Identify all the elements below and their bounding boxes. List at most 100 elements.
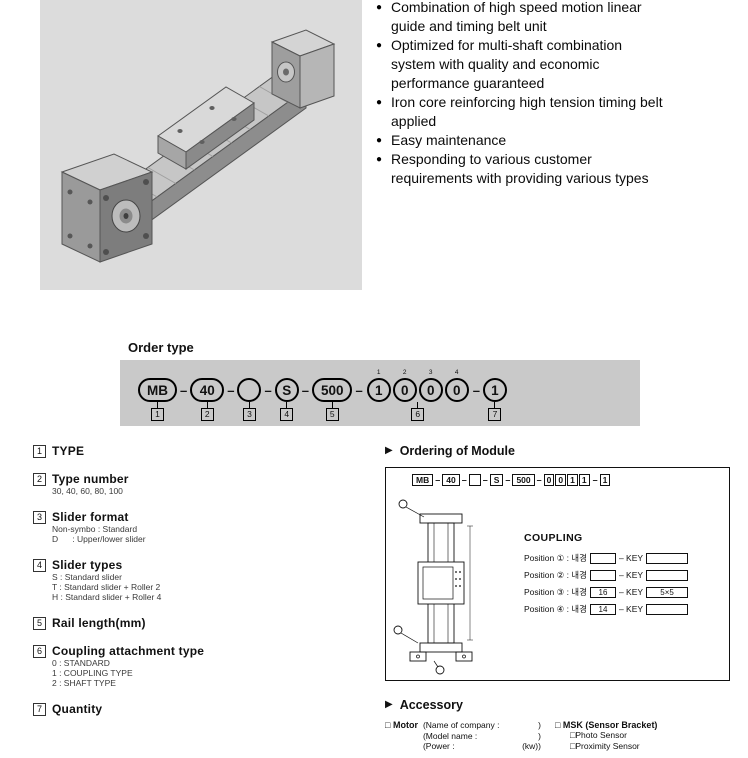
bore-value-box: 16: [589, 586, 616, 598]
coupling-position-row: Position ① : 내경 – KEY: [524, 552, 726, 564]
legend-title: Slider types: [52, 558, 123, 572]
code-box-slider-format: [468, 474, 481, 486]
dash-separator: –: [461, 475, 467, 485]
module-box: MB – 40 – – S – 500 – 0 0 1 1 – 1: [385, 467, 730, 681]
module-diagram: [393, 499, 473, 675]
legend-line: 2 : SHAFT TYPE: [52, 678, 116, 688]
sup-number: 3: [428, 369, 433, 376]
sensor-option-label: Proximity Sensor: [575, 740, 640, 751]
code-box-type-number: 40: [442, 474, 460, 486]
connector-line: [494, 402, 496, 408]
legend-number-box: 4: [33, 558, 46, 572]
legend-title: Quantity: [52, 702, 103, 716]
accessory-section-title: Accessory: [399, 698, 463, 712]
accessory-section: ▶ Accessory □ Motor (Name of company : )…: [385, 698, 740, 752]
order-type-section: Order type MB 1 – 40 2 – 3 –: [120, 340, 640, 426]
sensor-option: □Photo Sensor: [570, 730, 657, 741]
feature-item: ● Iron core reinforcing high tension tim…: [376, 93, 706, 131]
order-code-type-number: 40: [190, 378, 225, 402]
motor-detail-label: (Name of company :: [422, 720, 500, 730]
feature-text: Responding to various customer requireme…: [391, 151, 649, 186]
motor-detail-close: ): [538, 730, 541, 741]
connector-line: [206, 402, 208, 408]
legend-line: 1 : COUPLING TYPE: [52, 668, 133, 678]
legend-line: 0 : STANDARD: [52, 658, 110, 668]
coupling-position-row: Position ③ : 내경 16 – KEY 5×5: [524, 586, 726, 598]
sup-number: 4: [454, 369, 459, 376]
module-code-row: MB – 40 – – S – 500 – 0 0 1 1 – 1: [412, 474, 611, 486]
dash-separator: –: [592, 475, 598, 485]
checkbox-icon: □: [569, 740, 576, 751]
checkbox-icon: □: [569, 730, 576, 740]
position-number-box: 6: [411, 408, 425, 421]
order-type-title: Order type: [128, 340, 194, 355]
legend-section-type-number: 2 Type number 30, 40, 60, 80, 100: [33, 472, 368, 496]
motor-accessory: □ Motor (Name of company : ) (Model name…: [385, 720, 541, 752]
dash-separator: –: [536, 475, 542, 485]
bore-value-box: [589, 569, 616, 581]
order-code-slider-type: S: [274, 378, 299, 402]
msk-label: MSK (Sensor Bracket): [562, 720, 658, 730]
feature-text: Easy maintenance: [391, 132, 507, 148]
dash-separator: –: [482, 475, 488, 485]
order-segment-quantity: 1 7: [482, 368, 507, 421]
order-segment-type: MB 1: [138, 368, 177, 421]
legend-section-slider-format: 3 Slider format Non-symbo : Standard D :…: [33, 510, 368, 544]
motor-detail-row: (Power : (kw)): [423, 741, 541, 752]
position-label: Position ② : 내경: [524, 570, 587, 580]
sensor-option-label: Photo Sensor: [575, 730, 627, 740]
msk-accessory: □ MSK (Sensor Bracket) □Photo Sensor □Pr…: [555, 720, 657, 752]
code-box-coupling-digit: 1: [578, 474, 590, 486]
order-segment-rail-length: 500 5: [311, 368, 353, 421]
bullet-icon: ●: [376, 2, 383, 13]
motor-detail-row: (Model name : ): [423, 731, 541, 742]
position-number-box: 3: [242, 408, 256, 421]
feature-item: ● Optimized for multi-shaft combination …: [376, 36, 706, 93]
dash-separator: –: [180, 383, 188, 398]
dash-separator: –: [264, 383, 272, 398]
feature-text: Iron core reinforcing high tension timin…: [391, 94, 663, 129]
bullet-icon: ●: [376, 154, 383, 165]
key-value-box: 5×5: [646, 586, 689, 598]
coupling-title: COUPLING: [524, 532, 583, 544]
legend-title: Rail length(mm): [52, 616, 146, 630]
code-box-slider-type: S: [489, 474, 504, 486]
code-box-quantity: 1: [599, 474, 611, 486]
bullet-icon: ●: [376, 135, 383, 146]
key-value-box: [646, 603, 689, 615]
legend-title: TYPE: [52, 444, 85, 458]
key-value-box: [646, 552, 689, 564]
sup-row: 1 2 3 4: [366, 368, 470, 378]
coupling-position-row: Position ④ : 내경 14 – KEY: [524, 603, 726, 615]
legend-title: Type number: [52, 472, 129, 486]
connector-line: [248, 402, 250, 408]
position-number-box: 1: [151, 408, 164, 421]
section-arrow-icon: ▶: [385, 445, 393, 456]
feature-item: ● Easy maintenance: [376, 131, 706, 150]
code-box-rail-length: 500: [512, 474, 535, 486]
dash-separator: –: [435, 475, 441, 485]
connector-line: [331, 402, 333, 408]
sup-row: [275, 368, 299, 378]
order-segment-coupling: 1 2 3 4 1 0 0 0 6: [366, 368, 470, 421]
legend: 1 TYPE 2 Type number 30, 40, 60, 80, 100…: [33, 444, 368, 730]
legend-section-type: 1 TYPE: [33, 444, 368, 458]
module-section-title: Ordering of Module: [399, 444, 515, 458]
sup-row: [190, 368, 224, 378]
position-label: Position ③ : 내경: [524, 587, 587, 597]
order-segment-slider-format: 3: [237, 368, 262, 421]
checkbox-icon: □: [385, 720, 391, 730]
legend-number-box: 5: [33, 616, 46, 630]
key-label: – KEY: [618, 587, 644, 597]
order-segment-type-number: 40 2: [190, 368, 225, 421]
connector-line: [157, 402, 158, 408]
order-code-coupling-digit: 0: [392, 378, 417, 402]
bore-value-box: [589, 552, 616, 564]
section-arrow-icon: ▶: [385, 699, 393, 710]
product-image: [40, 0, 362, 290]
bore-value-box: 14: [589, 603, 616, 615]
order-code-rail-length: 500: [311, 378, 353, 402]
ordering-module-section: ▶ Ordering of Module MB – 40 – – S – 500…: [385, 444, 731, 681]
bullet-icon: ●: [376, 97, 383, 108]
motor-detail-close: ): [538, 720, 541, 730]
